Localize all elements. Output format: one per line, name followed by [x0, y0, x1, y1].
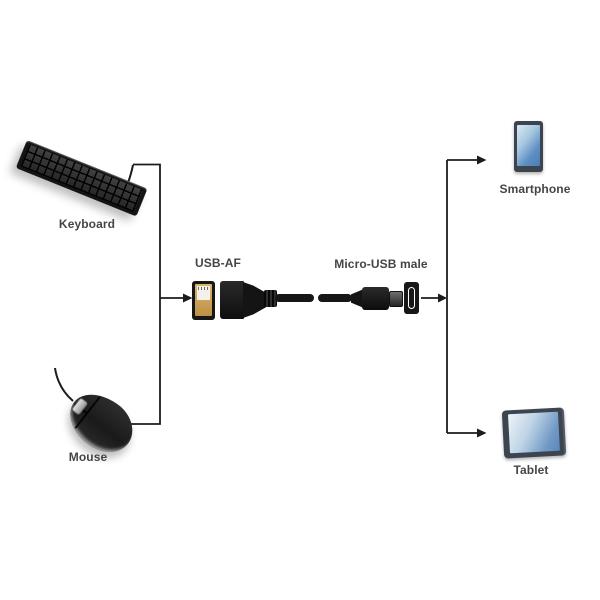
usb-af-tongue	[197, 286, 210, 301]
cable-segment-2	[318, 294, 352, 302]
micro-usb-arrowhead-icon	[438, 293, 447, 303]
cable-strain-relief	[264, 290, 277, 307]
micro-usb-connector-tip	[389, 291, 403, 307]
tablet-illustration	[501, 407, 567, 459]
tablet-arrowhead-icon	[477, 428, 487, 438]
smartphone-screen	[517, 125, 540, 166]
tablet-screen	[507, 411, 560, 454]
usb-housing-taper	[243, 282, 266, 318]
cable-segment-1	[275, 294, 314, 302]
left-bracket-line	[127, 163, 161, 425]
usb-af-port-icon	[192, 281, 215, 320]
micro-usb-port-icon	[404, 282, 419, 314]
smartphone-label: Smartphone	[499, 182, 571, 196]
usb-af-label: USB-AF	[195, 256, 241, 270]
micro-usb-port-inner	[408, 287, 415, 309]
smartphone-arrowhead-icon	[477, 155, 487, 165]
usb-af-port-inner	[195, 284, 212, 316]
mouse-label: Mouse	[68, 450, 108, 464]
micro-usb-connector-body	[362, 287, 389, 310]
tablet-label: Tablet	[513, 463, 549, 477]
usb-af-contacts	[198, 287, 209, 290]
micro-usb-strain-relief	[351, 289, 363, 308]
left-arrowhead-icon	[183, 293, 193, 303]
mouse-cable-line	[54, 367, 74, 402]
usb-female-housing	[220, 281, 244, 319]
keyboard-label: Keyboard	[58, 217, 116, 231]
micro-usb-label: Micro-USB male	[334, 257, 428, 271]
smartphone-illustration	[514, 121, 543, 172]
